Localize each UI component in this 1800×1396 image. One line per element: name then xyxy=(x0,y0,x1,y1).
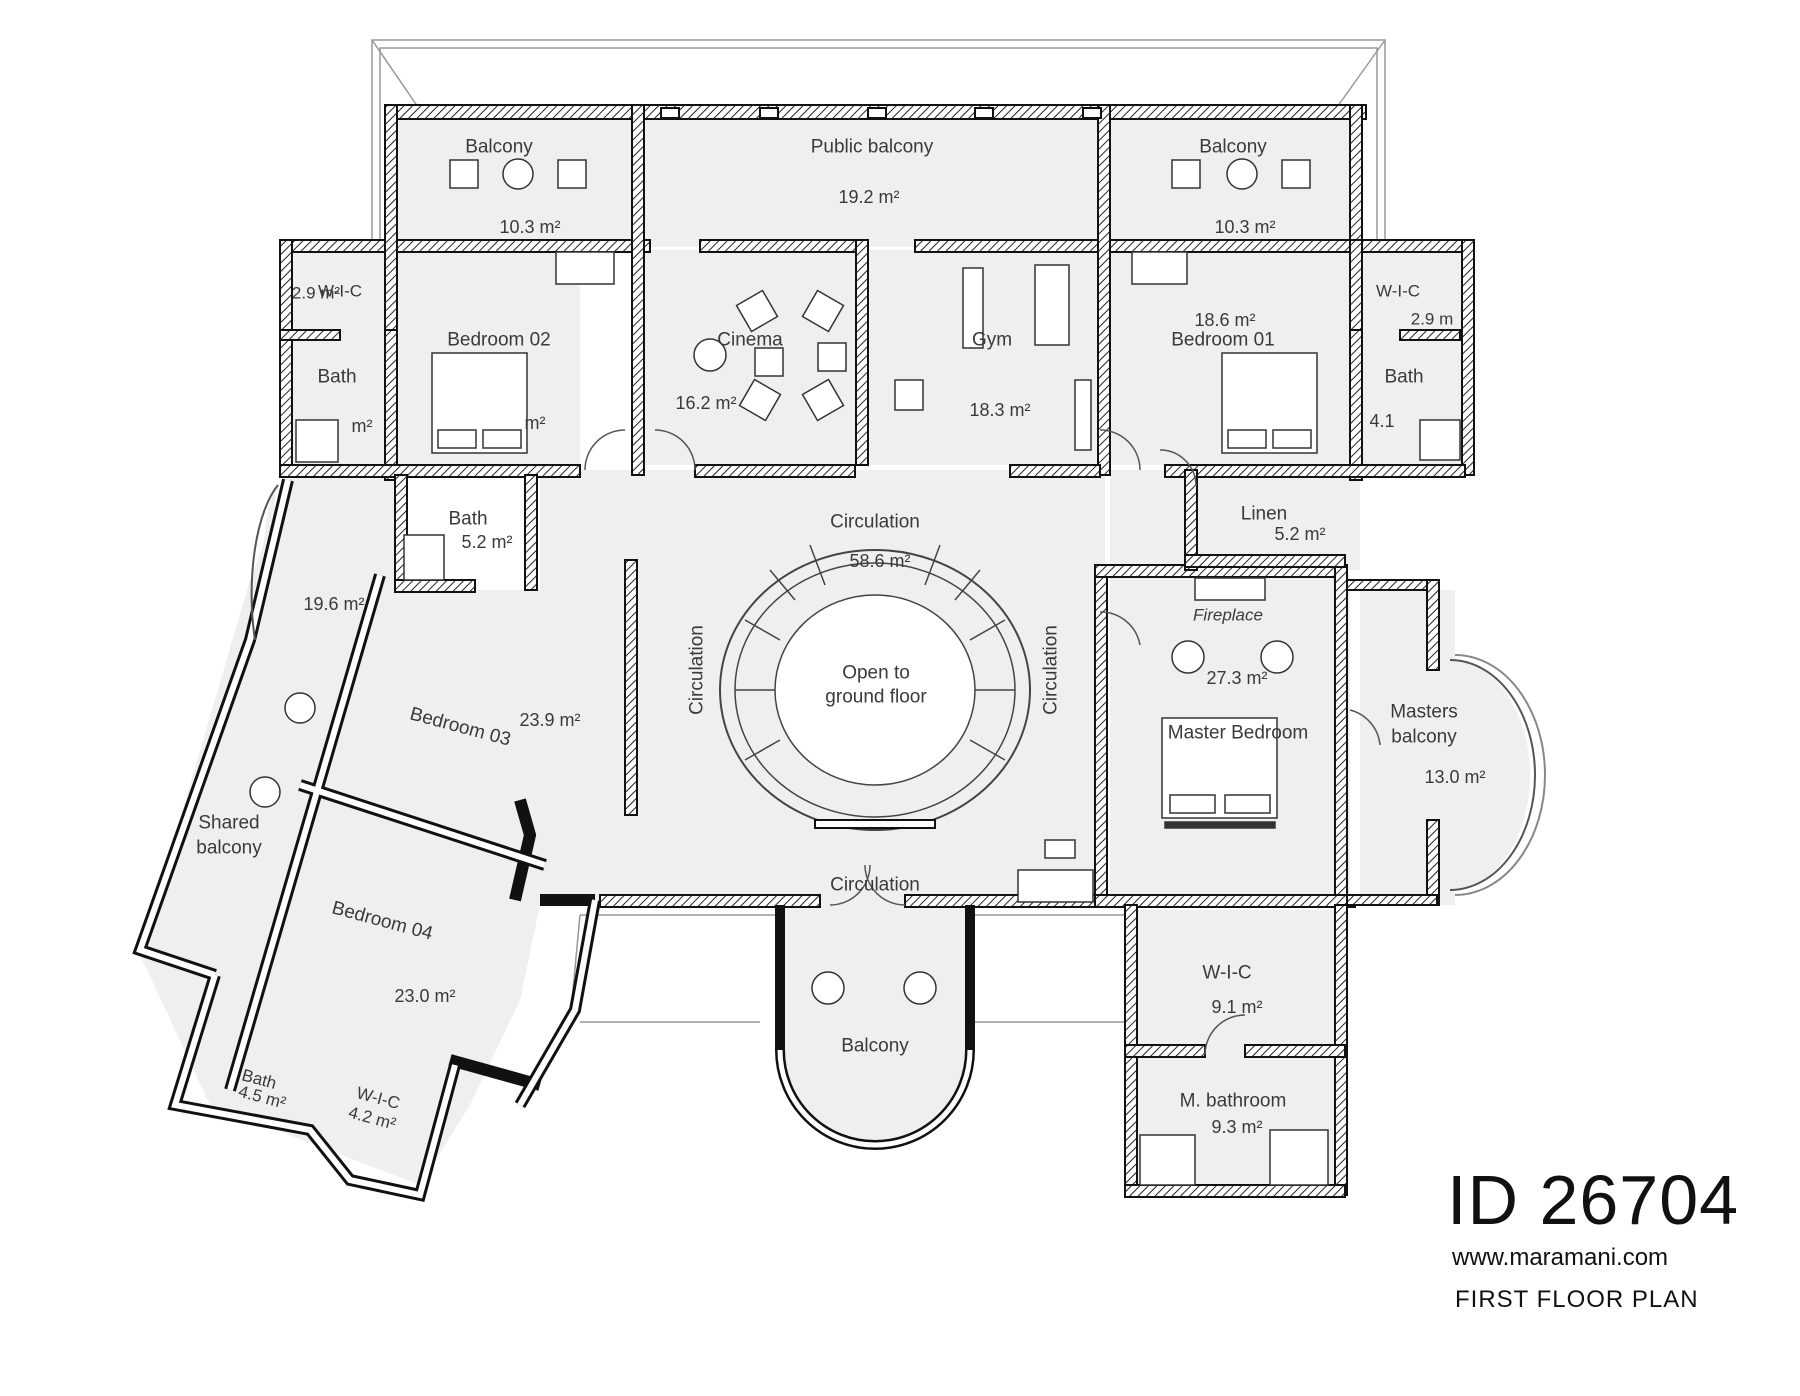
plan-id: ID 26704 xyxy=(1447,1161,1740,1239)
area-linen: 5.2 m² xyxy=(1274,524,1326,545)
room-label-wic-master: W-I-C xyxy=(1202,962,1252,984)
room-label-circulation-top: Circulation xyxy=(830,511,920,533)
room-label-bath-left: Bath xyxy=(317,366,357,388)
room-label-balcony-left: Balcony xyxy=(465,136,533,158)
room-label-circulation-left: Circulation xyxy=(686,625,708,715)
area-balcony-left: 10.3 m² xyxy=(499,217,561,238)
room-label-m-bathroom: M. bathroom xyxy=(1179,1090,1287,1112)
room-label-gym: Gym xyxy=(971,329,1013,351)
room-label-balcony-right: Balcony xyxy=(1199,136,1267,158)
wing-walls-inner xyxy=(136,479,598,1199)
room-label-bedroom-02: Bedroom 02 xyxy=(447,329,551,351)
area-wic-left: 2.9 m² xyxy=(291,283,341,303)
area-masters-balcony: 13.0 m² xyxy=(1424,767,1486,788)
area-m-bathroom: 9.3 m² xyxy=(1211,1117,1263,1138)
stair-void-line1: Open to xyxy=(842,662,910,684)
room-label-public-balcony: Public balcony xyxy=(810,136,934,158)
doors xyxy=(584,429,1381,1056)
windows xyxy=(660,107,1102,119)
room-label-wic-right: W-I-C xyxy=(1375,281,1421,301)
spiral-staircase xyxy=(719,544,1031,831)
plan-title: FIRST FLOOR PLAN xyxy=(1455,1286,1699,1313)
room-label-linen: Linen xyxy=(1240,503,1288,525)
area-bath-right: 4.1 xyxy=(1369,411,1395,432)
area-bath-left: m² xyxy=(351,416,373,437)
room-label-cinema: Cinema xyxy=(717,329,783,351)
area-gym: 18.3 m² xyxy=(969,400,1031,421)
room-label-shared-balcony-1: Shared xyxy=(198,812,260,834)
room-label-masters-balcony-2: balcony xyxy=(1391,726,1457,748)
curved-outlines xyxy=(250,484,1546,1150)
area-wic-master: 9.1 m² xyxy=(1211,997,1263,1018)
furniture xyxy=(249,158,1461,1186)
website-link[interactable]: www.maramani.com xyxy=(1452,1244,1669,1271)
stair-void-line2: ground floor xyxy=(825,686,927,708)
area-bedroom-04: 23.0 m² xyxy=(394,986,456,1007)
area-wic-right: 2.9 m xyxy=(1410,309,1454,329)
room-label-bath-right: Bath xyxy=(1384,366,1424,388)
room-label-balcony-bottom: Balcony xyxy=(841,1035,909,1057)
room-label-masters-balcony-1: Masters xyxy=(1390,701,1458,723)
area-bedroom-01: 18.6 m² xyxy=(1194,310,1256,331)
area-cinema: 16.2 m² xyxy=(675,393,737,414)
room-label-bedroom-01: Bedroom 01 xyxy=(1171,329,1275,351)
room-label-circulation-right: Circulation xyxy=(1040,625,1062,715)
room-label-circulation-bottom: Circulation xyxy=(830,874,920,896)
area-circulation-top: 58.6 m² xyxy=(849,551,911,572)
area-master-bedroom: 27.3 m² xyxy=(1206,668,1268,689)
room-label-fireplace: Fireplace xyxy=(1193,605,1263,625)
room-label-wic-left: W-I-C xyxy=(317,281,363,301)
area-balcony-right: 10.3 m² xyxy=(1214,217,1276,238)
area-public-balcony: 19.2 m² xyxy=(838,187,900,208)
area-shared-balcony: 19.6 m² xyxy=(303,594,365,615)
area-bath-mid: 5.2 m² xyxy=(461,532,513,553)
room-label-shared-balcony-2: balcony xyxy=(196,837,262,859)
room-label-master-bedroom: Master Bedroom xyxy=(1167,722,1309,744)
area-bedroom-03: 23.9 m² xyxy=(519,710,581,731)
area-bedroom-02: m² xyxy=(524,413,546,434)
room-label-bath-mid: Bath xyxy=(448,508,488,530)
